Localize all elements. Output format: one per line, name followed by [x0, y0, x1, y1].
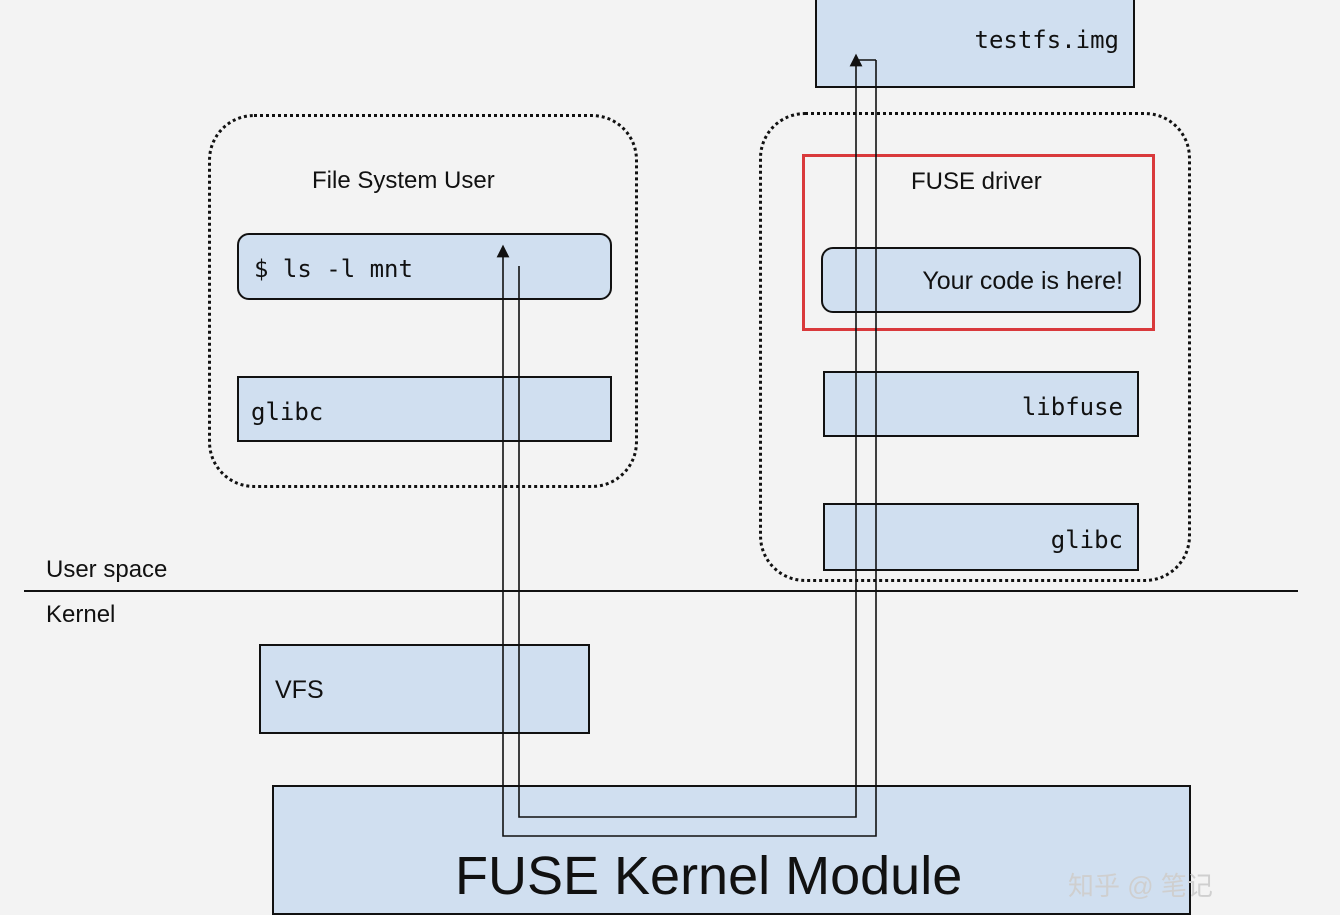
request-flow-arrows: [496, 53, 877, 837]
your-code-highlight-frame: [802, 154, 1155, 331]
file-system-user-title: File System User: [312, 167, 495, 194]
ls-command-box: $ ls -l mnt: [237, 233, 612, 300]
vfs-label: VFS: [275, 676, 324, 704]
ls-command-label: $ ls -l mnt: [254, 255, 413, 283]
glibc-driver-label: glibc: [1050, 526, 1123, 554]
glibc-user-box: glibc: [237, 376, 612, 442]
user-kernel-divider: [24, 590, 1298, 592]
user-space-label: User space: [46, 556, 168, 583]
libfuse-label: libfuse: [1021, 393, 1123, 421]
response-path-arrow: [496, 60, 877, 837]
file-system-user-group: [208, 114, 638, 488]
request-path-arrow: [518, 53, 863, 818]
testfs-img-label: testfs.img: [974, 26, 1120, 54]
your-code-box: Your code is here!: [821, 247, 1141, 313]
fuse-driver-title: FUSE driver: [911, 168, 1042, 195]
your-code-label: Your code is here!: [922, 267, 1123, 295]
fuse-driver-group: [759, 112, 1191, 582]
vfs-box: VFS: [259, 644, 590, 734]
kernel-label: Kernel: [46, 601, 116, 628]
glibc-user-label: glibc: [251, 398, 324, 426]
testfs-img-box: testfs.img: [815, 0, 1135, 88]
watermark-text: 知乎 @ 笔记: [1068, 871, 1213, 901]
